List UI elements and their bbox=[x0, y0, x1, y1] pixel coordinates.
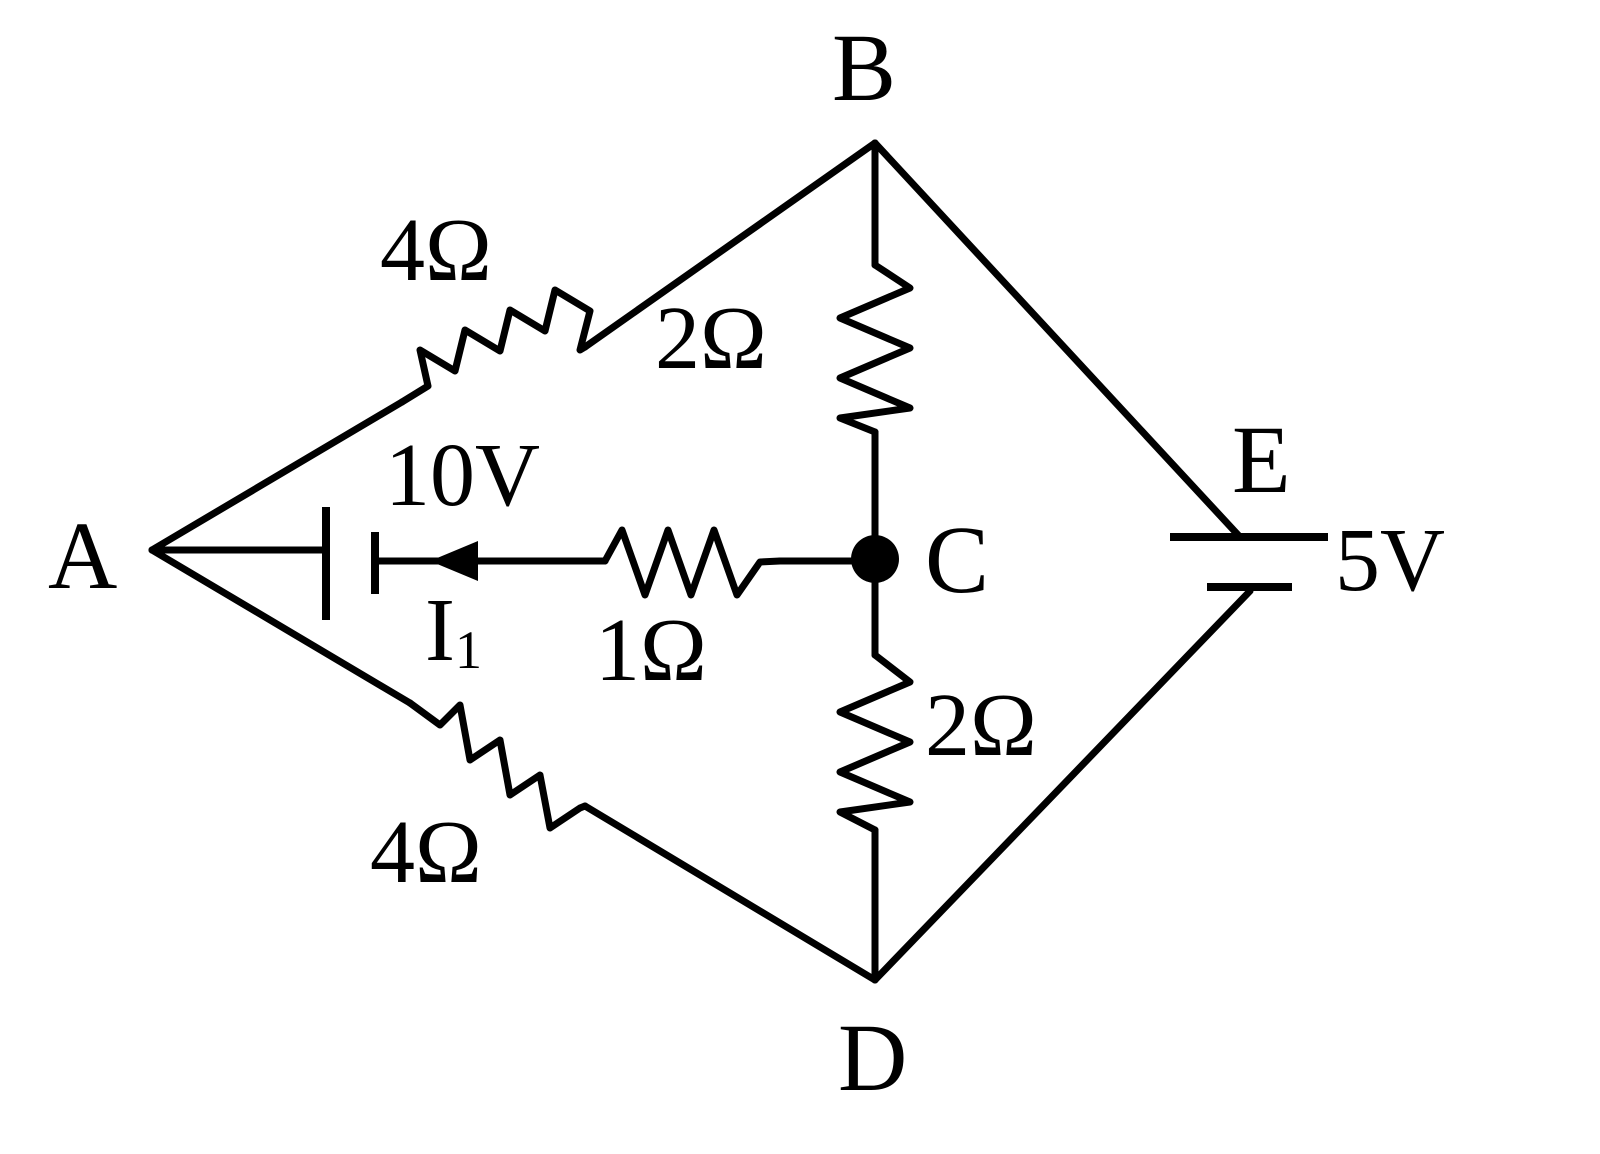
wire-b-e bbox=[871, 139, 1244, 541]
label-r-ab: 4Ω bbox=[380, 201, 492, 300]
resistor-b-c bbox=[836, 261, 914, 436]
current-symbol: I bbox=[425, 581, 455, 680]
resistor-a-d bbox=[406, 699, 589, 832]
node-label-b: B bbox=[832, 14, 896, 121]
node-label-a: A bbox=[48, 502, 117, 609]
branch-b-e-d bbox=[871, 139, 1328, 984]
junction-c bbox=[851, 535, 899, 583]
wire-a-d-lower bbox=[581, 802, 879, 984]
wire-a-b-upper bbox=[581, 139, 879, 351]
label-r-ad: 4Ω bbox=[370, 803, 482, 902]
wire-e-d bbox=[871, 587, 1254, 984]
resistor-a-c bbox=[601, 526, 784, 599]
node-label-d: D bbox=[838, 1004, 907, 1111]
label-r-cd: 2Ω bbox=[925, 676, 1037, 775]
resistor-c-d bbox=[836, 651, 914, 834]
resistor-a-b bbox=[398, 286, 594, 406]
label-battery-ac: 10V bbox=[385, 426, 540, 525]
label-r-bc: 2Ω bbox=[655, 289, 767, 388]
branch-a-b bbox=[148, 139, 879, 554]
current-arrow-icon bbox=[430, 541, 478, 581]
label-r-ac: 1Ω bbox=[595, 601, 707, 700]
label-current: I1 bbox=[425, 581, 482, 680]
branch-c-d bbox=[836, 557, 914, 984]
label-battery-e: 5V bbox=[1335, 511, 1445, 610]
branch-a-c bbox=[148, 507, 879, 620]
wire-a-d bbox=[148, 546, 414, 707]
branch-b-c bbox=[836, 139, 914, 557]
node-label-e: E bbox=[1232, 406, 1291, 513]
branch-a-d bbox=[148, 546, 879, 984]
node-label-c: C bbox=[925, 506, 989, 613]
current-subscript: 1 bbox=[455, 620, 482, 680]
wire-a-b bbox=[148, 398, 406, 554]
